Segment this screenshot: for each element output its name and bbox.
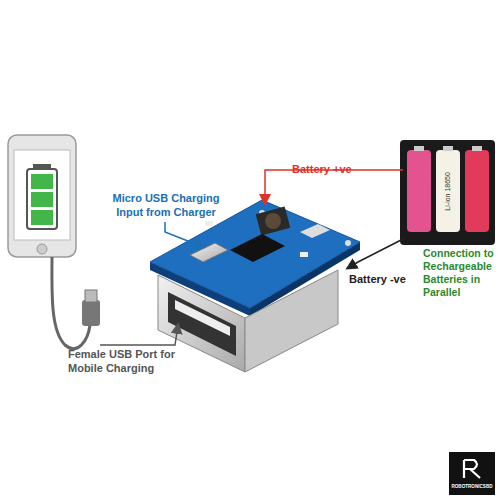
leader-line: [165, 222, 203, 247]
callout-label: Battery +ve: [292, 163, 392, 177]
callout-label: Female USB Port for Mobile Charging: [68, 348, 194, 376]
callout-label: Micro USB Charging Input from Charger: [104, 192, 228, 220]
leader-line: [348, 238, 405, 268]
battery-print: Li-ion 18650: [444, 151, 453, 231]
female-usb-port: [158, 270, 338, 372]
leader-line: [100, 325, 178, 345]
battery-holder: [400, 140, 495, 245]
usb-plug: [82, 290, 100, 326]
callout-label: Battery -ve: [349, 273, 429, 287]
callout-label: Connection to Rechargeable Batteries in …: [423, 247, 500, 300]
logo-mark: [449, 452, 495, 495]
watermark: ROBOTRONICSBD: [449, 484, 495, 490]
phone: [8, 135, 76, 257]
